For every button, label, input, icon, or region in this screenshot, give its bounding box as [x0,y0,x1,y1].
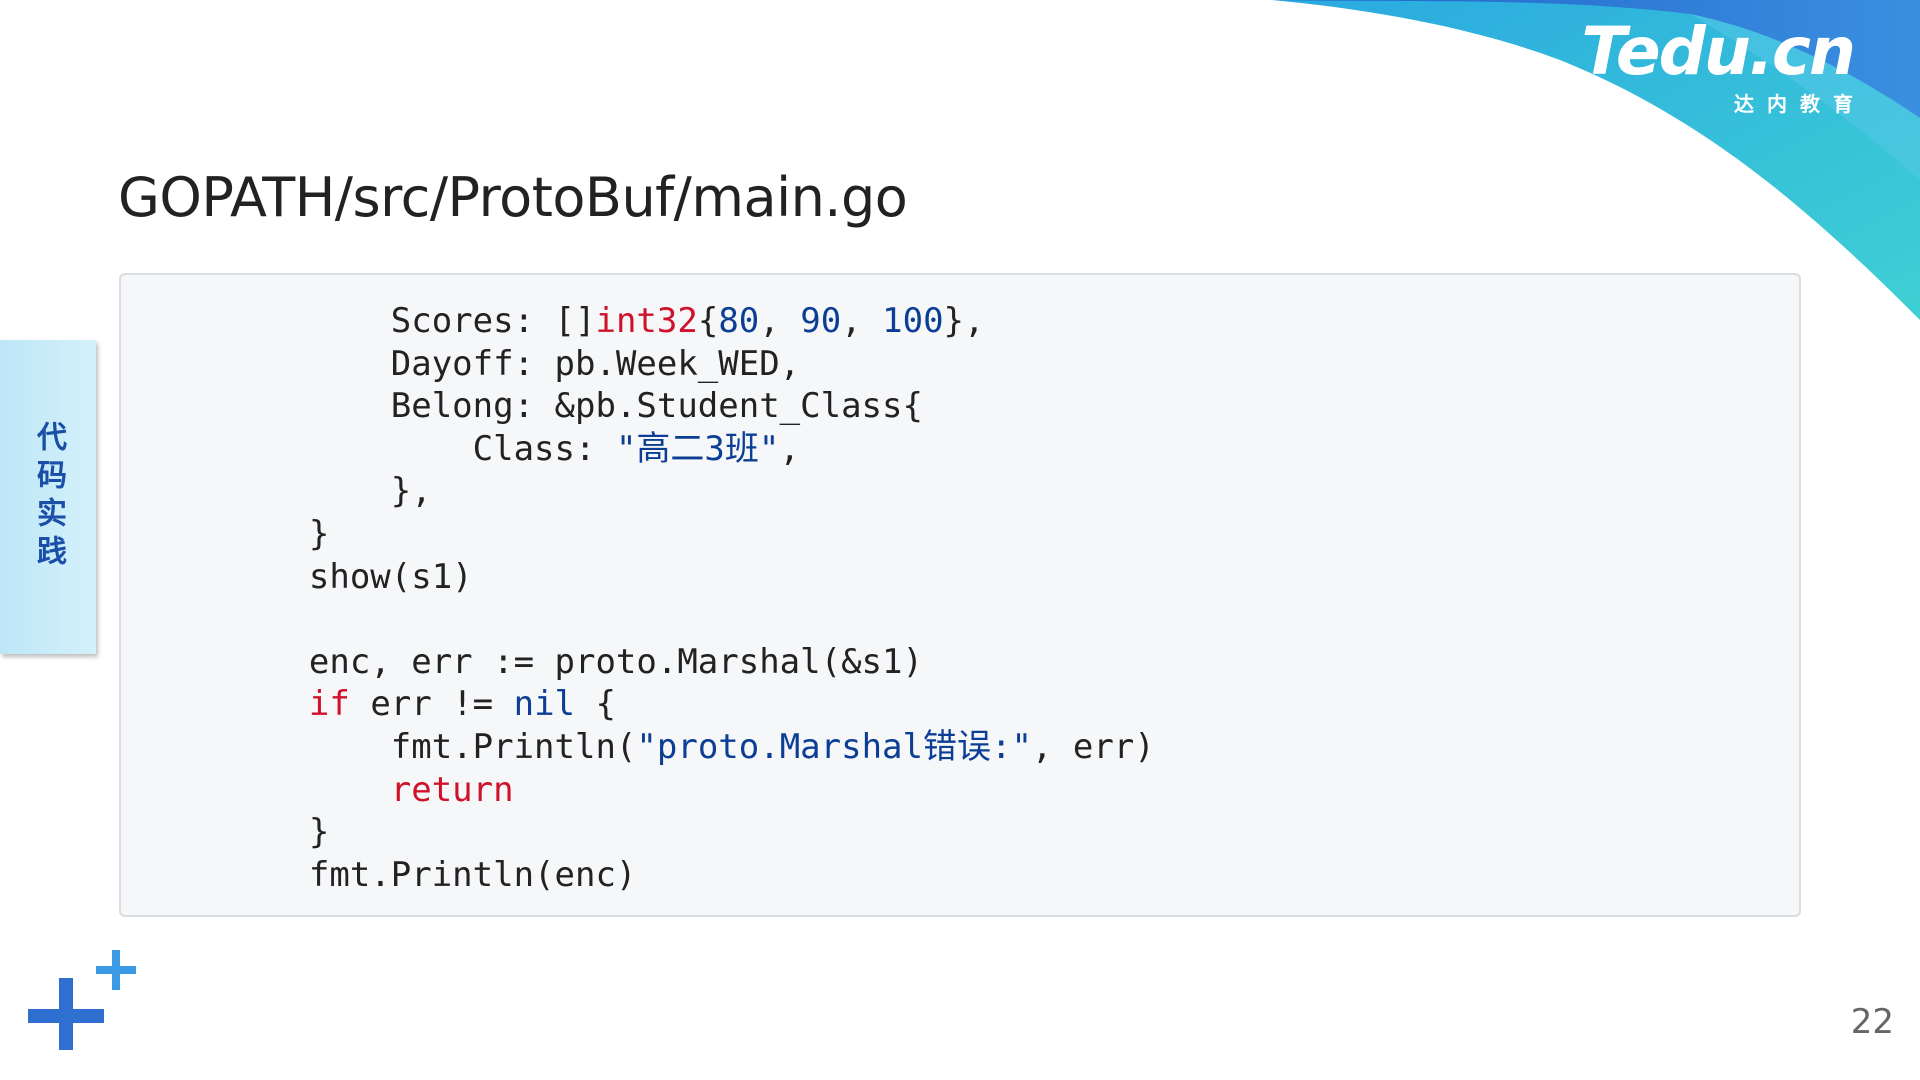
code-token-plain: err != [349,684,514,725]
code-token-plain: , [759,301,801,341]
code-line: return [227,769,1799,812]
code-token-plain: { [697,301,719,341]
code-line: fmt.Println(enc) [227,854,1799,897]
logo-wordmark: Tedu.cn [1581,13,1856,90]
code-line: } [227,811,1799,854]
code-line: show(s1) [227,556,1799,599]
code-token-number: nil [513,684,576,725]
side-tab-label: 代码实践 [31,421,66,573]
code-token-string: "高二3班" [615,428,780,469]
code-line: enc, err := proto.Marshal(&s1) [227,641,1799,684]
code-token-number: 100 [882,301,944,341]
code-token-plain: , [779,428,800,469]
code-token-plain: , err) [1031,726,1155,767]
code-token-plain: Scores: [] [227,301,596,341]
header-swoosh-decoration [1272,0,1920,320]
code-token-plain: Dayoff: pb.Week_WED, [227,343,801,384]
code-block: Scores: []int32{80, 90, 100}, Dayoff: pb… [119,273,1801,917]
code-token-keyword: return [390,769,514,810]
code-line: fmt.Println("proto.Marshal错误:", err) [227,726,1799,769]
code-token-plain [227,770,391,810]
slide-title: GOPATH/src/ProtoBuf/main.go [118,166,908,229]
code-token-plain: }, [943,301,985,341]
code-line: } [227,513,1799,556]
code-token-plain: fmt.Println(enc) [227,854,637,895]
code-token-plain: } [227,812,330,853]
code-token-plain: , [841,301,883,341]
code-token-plain: fmt.Println( [227,726,637,767]
code-line [227,598,1799,641]
plus-decoration-icon [28,950,136,1050]
code-line: Dayoff: pb.Week_WED, [227,343,1799,386]
code-token-plain: }, [227,471,432,512]
code-token-plain: } [227,513,330,554]
section-side-tab: 代码实践 [0,340,96,654]
code-token-string: "proto.Marshal错误:" [636,726,1032,767]
code-token-keyword: if [308,684,350,725]
code-token-plain: enc, err := proto.Marshal(&s1) [227,641,923,682]
code-token-plain: { [575,684,616,725]
code-token-plain: Class: [227,428,616,469]
code-line: }, [227,470,1799,513]
code-token-plain [227,684,309,724]
code-line: Belong: &pb.Student_Class{ [227,385,1799,428]
page-number: 22 [1850,1002,1894,1042]
logo-subtitle: 达内教育 [1734,92,1866,116]
code-token-keyword: int32 [595,301,698,341]
tedu-logo: Tedu.cn 达内教育 [1581,13,1856,117]
code-token-plain: Belong: &pb.Student_Class{ [227,386,923,427]
code-line: if err != nil { [227,683,1799,726]
code-lines: Scores: []int32{80, 90, 100}, Dayoff: pb… [227,300,1799,896]
code-token-number: 80 [718,301,760,341]
code-token-plain: show(s1) [227,556,473,597]
code-line: Scores: []int32{80, 90, 100}, [227,300,1799,343]
code-line: Class: "高二3班", [227,428,1799,471]
code-token-number: 90 [800,301,842,341]
